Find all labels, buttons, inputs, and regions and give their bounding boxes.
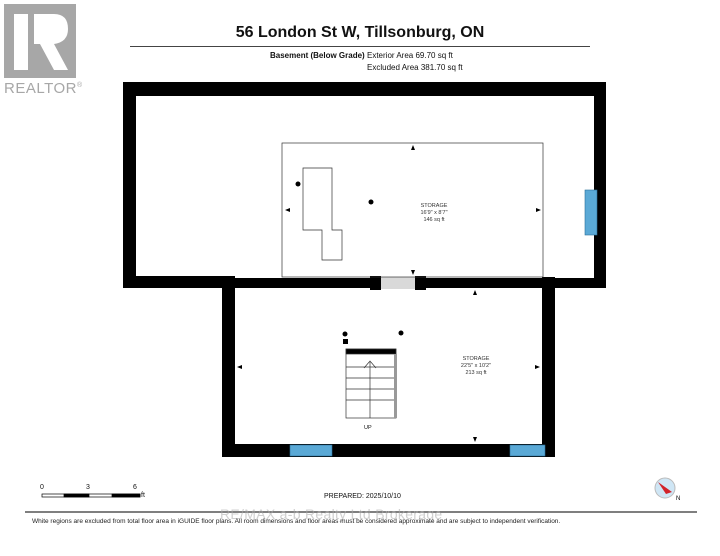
fixtures bbox=[295, 181, 404, 344]
level-label: Basement (Below Grade) bbox=[270, 51, 365, 60]
door-opening bbox=[380, 277, 416, 289]
room-name: STORAGE bbox=[462, 356, 490, 362]
room-area: 146 sq ft bbox=[423, 217, 445, 223]
prepared-date: PREPARED: 2025/10/10 bbox=[324, 493, 401, 500]
upper-room-outline bbox=[281, 142, 544, 278]
room-dimensions: 22'5" x 10'2" bbox=[460, 363, 492, 369]
room-name: STORAGE bbox=[420, 203, 448, 209]
room-label-lower-storage: STORAGE 22'5" x 10'2" 213 sq ft bbox=[436, 356, 516, 377]
dimension-arrows bbox=[237, 145, 541, 442]
window-bottom-left bbox=[289, 444, 333, 457]
realtor-logo-text: REALTOR® bbox=[4, 80, 83, 97]
page-title: 56 London St W, Tillsonburg, ON bbox=[235, 24, 485, 41]
scale-unit: ft bbox=[141, 492, 145, 499]
excluded-area: Excluded Area 381.70 sq ft bbox=[367, 63, 463, 72]
stairs-up-label: UP bbox=[364, 425, 372, 431]
stairs bbox=[345, 348, 397, 419]
realtor-logo-icon bbox=[4, 4, 76, 78]
title-rule bbox=[130, 46, 590, 47]
svg-text:N: N bbox=[676, 496, 680, 502]
window-bottom-right bbox=[509, 444, 546, 457]
scale-tick-0: 0 bbox=[40, 484, 44, 491]
window-right bbox=[584, 189, 598, 236]
logo-mark: ® bbox=[76, 82, 83, 89]
scale-tick-6: 6 bbox=[133, 484, 137, 491]
room-area: 213 sq ft bbox=[465, 370, 487, 376]
windows bbox=[289, 189, 598, 457]
logo-word: REALTOR bbox=[4, 80, 77, 97]
footer-disclaimer: White regions are excluded from total fl… bbox=[32, 518, 561, 525]
scale-bar bbox=[41, 493, 141, 498]
furniture-outline bbox=[302, 167, 343, 261]
exterior-area: Exterior Area 69.70 sq ft bbox=[367, 51, 453, 60]
room-label-upper-storage: STORAGE 16'9" x 8'7" 146 sq ft bbox=[394, 203, 474, 224]
watermark: RE/MAX a-b Realty Ltd Brokerage bbox=[220, 506, 443, 522]
compass-icon: N bbox=[654, 477, 680, 502]
scale-tick-3: 3 bbox=[86, 484, 90, 491]
room-dimensions: 16'9" x 8'7" bbox=[420, 210, 448, 216]
